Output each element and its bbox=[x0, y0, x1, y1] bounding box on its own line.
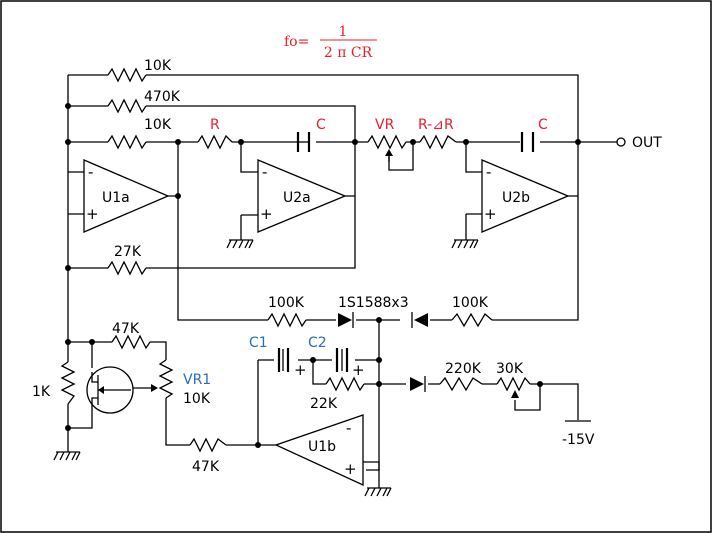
vr-wiper-arrow bbox=[385, 149, 393, 156]
label-30k: 30K bbox=[496, 361, 524, 377]
potentiometer-30k bbox=[496, 376, 531, 392]
label-vr1: VR1 bbox=[183, 372, 211, 388]
opamps bbox=[83, 159, 570, 487]
resistor-1k bbox=[60, 361, 76, 405]
label-U1a: U1a bbox=[102, 190, 130, 206]
resistor-27k bbox=[107, 260, 147, 276]
wires bbox=[67, 74, 617, 478]
diode-2 bbox=[414, 313, 428, 327]
u2b-plus: + bbox=[484, 205, 497, 223]
resistor-220k bbox=[439, 376, 483, 392]
label-27k: 27K bbox=[114, 244, 142, 260]
label-c1-elec: C1 bbox=[249, 335, 268, 351]
capacitor-C2-elec bbox=[335, 348, 349, 372]
resistor-10k-top bbox=[107, 67, 147, 83]
label-U2b: U2b bbox=[502, 190, 530, 206]
resistor-100k-right bbox=[451, 312, 493, 328]
label-47k-top: 47K bbox=[112, 321, 140, 337]
opamp-U2a bbox=[257, 159, 347, 233]
resistor-R-minus-dR bbox=[419, 134, 457, 150]
diode-3 bbox=[410, 377, 424, 391]
label-22k: 22K bbox=[310, 396, 338, 412]
label-c2-elec: C2 bbox=[308, 335, 327, 351]
label-10k-mid: 10K bbox=[144, 117, 172, 133]
u2a-minus: - bbox=[262, 163, 267, 181]
label-VR: VR bbox=[375, 117, 395, 133]
diode-1 bbox=[338, 313, 352, 327]
u2a-plus: + bbox=[260, 205, 273, 223]
u1b-plus: + bbox=[344, 460, 357, 478]
label-1k: 1K bbox=[32, 384, 51, 400]
u1a-minus: - bbox=[88, 163, 93, 181]
c1-plus: + bbox=[294, 361, 307, 379]
grounds bbox=[53, 239, 591, 497]
formula-denominator: 2 π CR bbox=[324, 45, 373, 61]
resistor-470k bbox=[107, 98, 147, 114]
ground-icon-3 bbox=[451, 239, 479, 249]
potentiometer-VR bbox=[367, 134, 407, 150]
label-diodes: 1S1588x3 bbox=[338, 295, 409, 311]
ground-icon-2 bbox=[226, 239, 254, 249]
resistor-47k-bottom bbox=[189, 437, 227, 453]
resistor-R bbox=[197, 134, 233, 150]
wipers bbox=[151, 149, 519, 398]
label-out: OUT bbox=[632, 135, 662, 151]
label-100k-right: 100K bbox=[452, 295, 489, 311]
label-supply: -15V bbox=[562, 432, 595, 448]
label-47k-bottom: 47K bbox=[192, 459, 220, 475]
ground-icon-4 bbox=[364, 487, 392, 497]
label-470k: 470K bbox=[144, 89, 181, 105]
fet-transistor bbox=[86, 366, 134, 414]
potentiometer-VR1 bbox=[158, 359, 174, 399]
capacitor-C1-elec bbox=[277, 348, 290, 372]
u1a-plus: + bbox=[86, 205, 99, 223]
label-U1b: U1b bbox=[308, 439, 336, 455]
opamp-U1a bbox=[83, 159, 170, 233]
label-R-minus-dR: R-⊿R bbox=[418, 117, 454, 133]
resistor-100k-left bbox=[267, 312, 307, 328]
label-vr1-value: 10K bbox=[183, 391, 211, 407]
label-10k-top: 10K bbox=[144, 58, 172, 74]
resistor-47k-top bbox=[111, 334, 151, 350]
resistor-10k-mid bbox=[107, 134, 147, 150]
formula-lhs: fo= bbox=[284, 34, 309, 50]
diodes bbox=[338, 312, 428, 392]
formula: fo= 1 2 π CR bbox=[284, 24, 377, 61]
labels: 10K 470K 10K R C VR R-⊿R C OUT U1a U2a U… bbox=[32, 58, 662, 478]
label-C2: C bbox=[538, 117, 548, 133]
u2b-minus: - bbox=[486, 163, 491, 181]
vr1-wiper-arrow bbox=[151, 384, 158, 392]
opamp-U1b bbox=[274, 414, 364, 487]
junctions bbox=[65, 103, 581, 448]
resistor-22k bbox=[325, 376, 365, 392]
capacitors bbox=[277, 132, 535, 372]
label-220k: 220K bbox=[445, 361, 482, 377]
opamp-U2b bbox=[481, 159, 570, 233]
out-terminal bbox=[616, 137, 626, 147]
label-U2a: U2a bbox=[283, 190, 311, 206]
label-100k-left: 100K bbox=[268, 295, 305, 311]
ground-icon-1 bbox=[53, 451, 81, 461]
formula-numerator: 1 bbox=[339, 24, 348, 40]
30k-wiper-arrow bbox=[511, 390, 519, 398]
label-R: R bbox=[210, 117, 220, 133]
c2-plus: + bbox=[352, 361, 365, 379]
u1b-minus: - bbox=[346, 419, 351, 437]
label-C1: C bbox=[316, 117, 326, 133]
capacitor-C2-main bbox=[520, 132, 535, 152]
resistors bbox=[60, 67, 531, 453]
